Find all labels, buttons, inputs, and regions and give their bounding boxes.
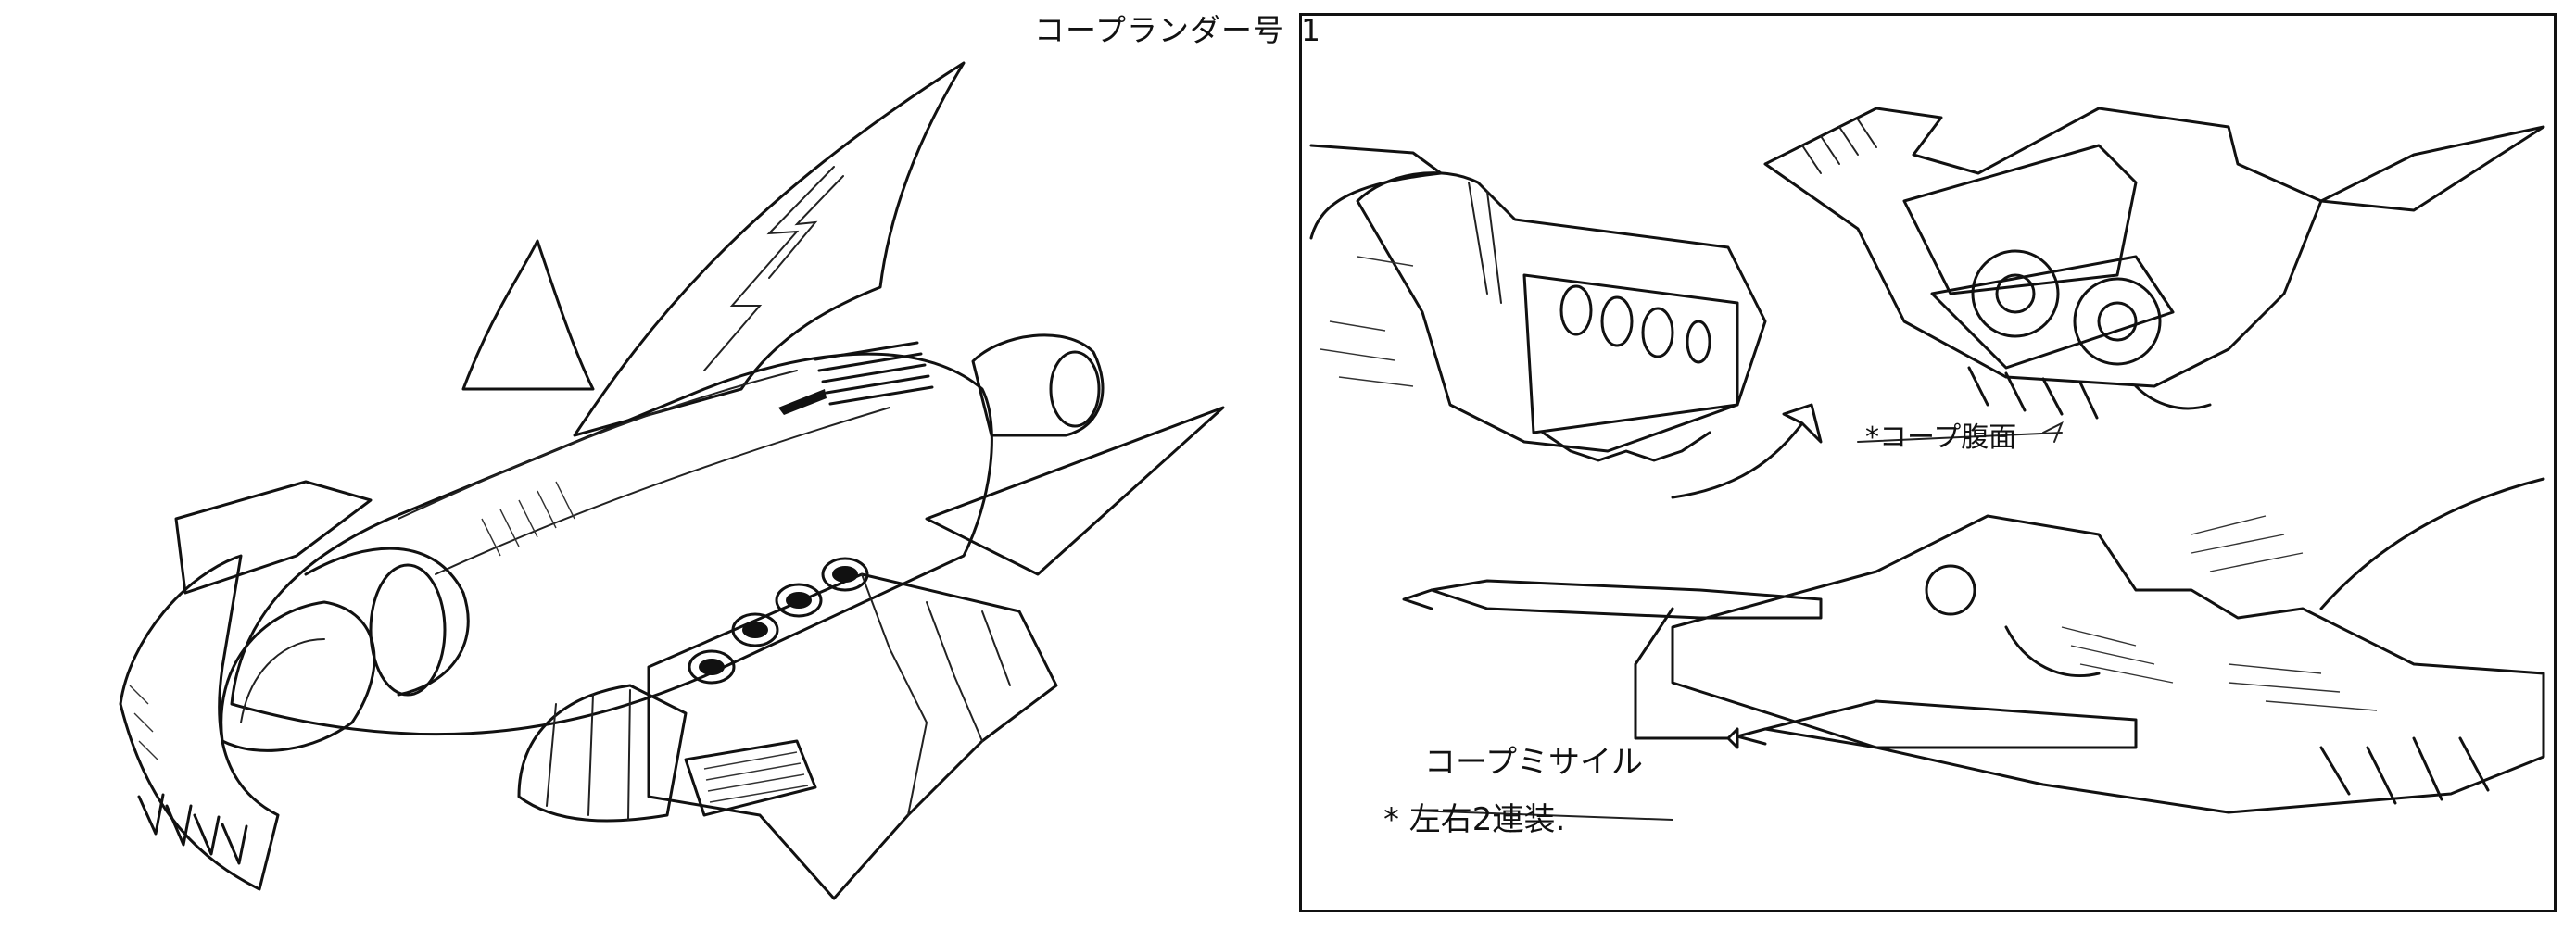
main-ship-illustration — [0, 0, 1288, 926]
fuselage — [230, 352, 993, 736]
detail-panel: *コープ腹面 コープミサイル * 左右2連装. — [1299, 13, 2557, 912]
missile-upper — [1430, 579, 1823, 620]
right-wing — [925, 406, 1225, 576]
rear-fin — [461, 239, 595, 391]
twin-mount-note: * 左右2連装. — [1383, 801, 1566, 838]
missile-view — [1402, 477, 2545, 821]
rear-engine — [971, 333, 1105, 437]
front-cone-pod — [517, 684, 688, 823]
missile-ports — [688, 557, 869, 685]
belly-view — [1763, 107, 2545, 443]
air-intake — [684, 739, 817, 817]
page-number: 1 — [1301, 12, 1322, 48]
sheet-title: コープランダー号 1 — [1034, 6, 1321, 50]
rotation-arrow — [1671, 403, 1823, 499]
belly-view-note: *コープ腹面 — [1865, 421, 2017, 454]
missile-note: コープミサイル — [1424, 744, 1643, 781]
pod-closeup — [1309, 144, 1823, 499]
dorsal-fin — [573, 61, 966, 437]
top-vents — [778, 341, 934, 415]
detail-drawing — [1309, 107, 2545, 821]
jaw-teeth — [137, 793, 248, 865]
lower-pod — [647, 572, 1058, 900]
front-jaw — [119, 554, 280, 891]
sheet-title-text: コープランダー号 — [1034, 12, 1285, 48]
main-ship-drawing — [119, 61, 1225, 900]
missile-lower — [1763, 699, 2138, 749]
left-pod — [174, 480, 373, 595]
cockpit-canopy — [220, 600, 376, 752]
